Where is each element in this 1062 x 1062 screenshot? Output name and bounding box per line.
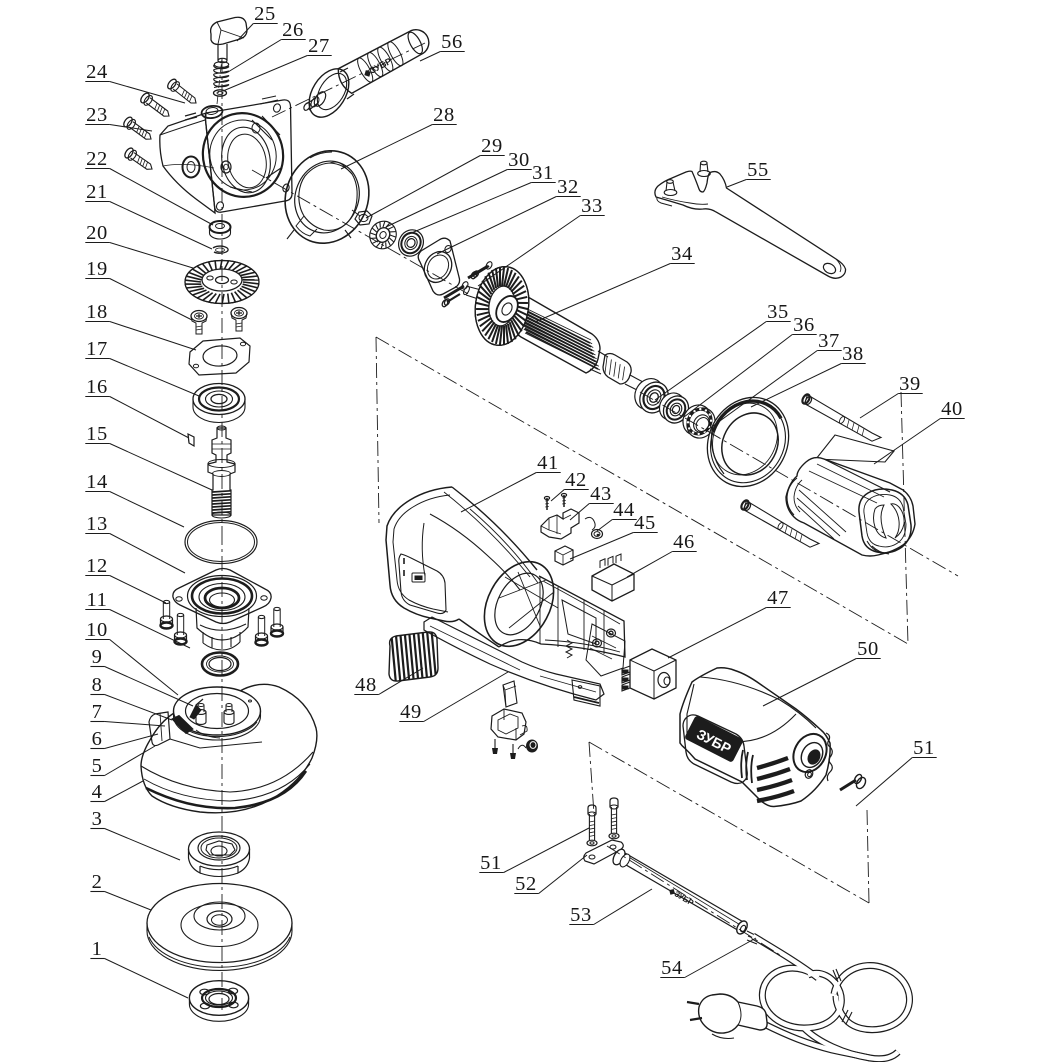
svg-text:17: 17 (86, 338, 108, 360)
svg-text:51: 51 (913, 737, 935, 759)
svg-text:11: 11 (87, 589, 108, 611)
svg-text:32: 32 (557, 176, 579, 198)
svg-text:43: 43 (590, 483, 612, 505)
svg-text:15: 15 (86, 423, 108, 445)
svg-text:2: 2 (92, 871, 103, 893)
svg-text:22: 22 (86, 148, 108, 170)
svg-text:25: 25 (254, 3, 276, 25)
svg-text:7: 7 (92, 701, 103, 723)
svg-text:55: 55 (747, 159, 769, 181)
svg-text:16: 16 (86, 376, 108, 398)
svg-text:41: 41 (537, 452, 559, 474)
svg-text:6: 6 (92, 728, 103, 750)
svg-text:45: 45 (634, 512, 656, 534)
svg-text:23: 23 (86, 104, 108, 126)
svg-text:24: 24 (86, 61, 108, 83)
svg-text:20: 20 (86, 222, 108, 244)
svg-text:52: 52 (515, 873, 537, 895)
svg-text:53: 53 (570, 904, 592, 926)
svg-text:8: 8 (92, 674, 103, 696)
svg-text:18: 18 (86, 301, 108, 323)
svg-text:54: 54 (661, 957, 683, 979)
svg-text:30: 30 (508, 149, 530, 171)
svg-text:36: 36 (793, 314, 815, 336)
svg-text:35: 35 (767, 301, 789, 323)
svg-text:56: 56 (441, 31, 463, 53)
svg-text:51: 51 (480, 852, 502, 874)
svg-text:39: 39 (899, 373, 921, 395)
svg-text:9: 9 (92, 646, 103, 668)
svg-text:27: 27 (308, 35, 330, 57)
svg-text:29: 29 (481, 135, 503, 157)
svg-text:28: 28 (433, 104, 455, 126)
svg-text:37: 37 (818, 330, 840, 352)
svg-text:38: 38 (842, 343, 864, 365)
svg-text:13: 13 (86, 513, 108, 535)
svg-text:10: 10 (86, 619, 108, 641)
svg-text:34: 34 (671, 243, 693, 265)
svg-text:47: 47 (767, 587, 789, 609)
svg-text:3: 3 (92, 808, 103, 830)
svg-text:40: 40 (941, 398, 963, 420)
svg-text:50: 50 (857, 638, 879, 660)
svg-text:21: 21 (86, 181, 108, 203)
svg-text:42: 42 (565, 469, 587, 491)
svg-text:33: 33 (581, 195, 603, 217)
svg-text:31: 31 (532, 162, 554, 184)
svg-text:1: 1 (92, 938, 103, 960)
svg-text:48: 48 (355, 674, 377, 696)
svg-text:44: 44 (613, 499, 635, 521)
svg-text:4: 4 (92, 781, 103, 803)
svg-text:12: 12 (86, 555, 108, 577)
svg-text:26: 26 (282, 19, 304, 41)
svg-text:19: 19 (86, 258, 108, 280)
svg-text:46: 46 (673, 531, 695, 553)
svg-text:14: 14 (86, 471, 108, 493)
svg-text:49: 49 (400, 701, 422, 723)
svg-text:5: 5 (92, 755, 103, 777)
